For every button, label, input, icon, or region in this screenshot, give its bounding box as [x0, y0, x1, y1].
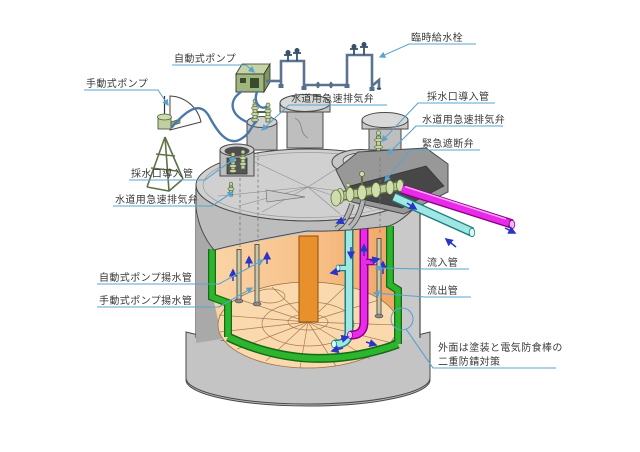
leader-auto-riser — [97, 259, 265, 285]
air-vent-valves-on-hatch — [251, 98, 272, 123]
label-coating-note-line1: 外面は塗装と電気防食棒の — [438, 341, 563, 354]
leader-intake-left — [129, 157, 237, 181]
leader-lines — [84, 43, 556, 369]
label-air-vent-left: 水道用急速排気弁 — [115, 193, 198, 206]
inflow-pipe-external — [392, 192, 476, 238]
label-auto-pump: 自動式ポンプ — [174, 52, 236, 65]
label-outflow-pipe: 流出管 — [427, 284, 458, 297]
leader-air-vent-right — [387, 125, 503, 155]
emergency-shutoff-valve-assembly — [330, 171, 405, 207]
label-air-vent-top: 水道用急速排気弁 — [291, 92, 374, 105]
labels: 自動式ポンプ 手動式ポンプ 水道用急速排気弁 臨時給水栓 採水口導入管 水道用急… — [86, 31, 563, 368]
label-manual-pump: 手動式ポンプ — [86, 77, 148, 90]
leader-inflow — [374, 264, 469, 272]
manual-pump-tripod — [146, 136, 184, 192]
leader-auto-pump — [172, 64, 255, 73]
label-coating-note-line2: 二重防錆対策 — [438, 355, 500, 368]
leader-intake-right — [381, 102, 495, 142]
outflow-pipe-interior — [347, 228, 378, 340]
label-intake-pipe-right: 採水口導入管 — [427, 90, 489, 103]
riser-pipes — [234, 238, 384, 319]
label-intake-pipe-left: 採水口導入管 — [131, 167, 193, 180]
flow-arrows — [228, 201, 517, 354]
label-air-vent-right: 水道用急速排気弁 — [422, 113, 505, 126]
leader-outflow — [372, 290, 471, 298]
automatic-pump — [235, 62, 271, 94]
tap-fittings — [284, 42, 368, 61]
coating-note-circle — [390, 307, 414, 331]
lining-green — [208, 226, 402, 363]
tank-interior — [208, 226, 402, 369]
leader-air-vent-left — [113, 191, 235, 207]
label-temporary-tap: 臨時給水栓 — [411, 31, 463, 44]
auto-pump-hose-2 — [254, 90, 268, 109]
label-inflow-pipe: 流入管 — [427, 256, 458, 269]
leader-air-vent-top — [261, 104, 387, 131]
label-manual-pump-riser: 手動式ポンプ揚水管 — [99, 294, 192, 307]
manual-pump-hose — [170, 107, 258, 143]
top-wedge-plate — [265, 189, 306, 203]
leader-manual-riser — [97, 287, 254, 308]
label-auto-pump-riser: 自動式ポンプ揚水管 — [99, 271, 192, 284]
temporary-tap-piping — [266, 42, 382, 91]
auto-pump-hose-1 — [231, 90, 249, 124]
leader-manual-pump — [84, 89, 169, 107]
hidden-pipe-dashes — [239, 152, 381, 248]
outflow-pipe-external — [400, 184, 516, 230]
label-emergency-valve: 緊急遮断弁 — [422, 137, 474, 150]
leader-emergency-valve — [384, 149, 480, 183]
hatch-right-back — [361, 112, 409, 151]
center-column — [298, 235, 319, 323]
leader-temporary-tap — [378, 43, 476, 58]
leader-coating-note — [405, 328, 556, 369]
